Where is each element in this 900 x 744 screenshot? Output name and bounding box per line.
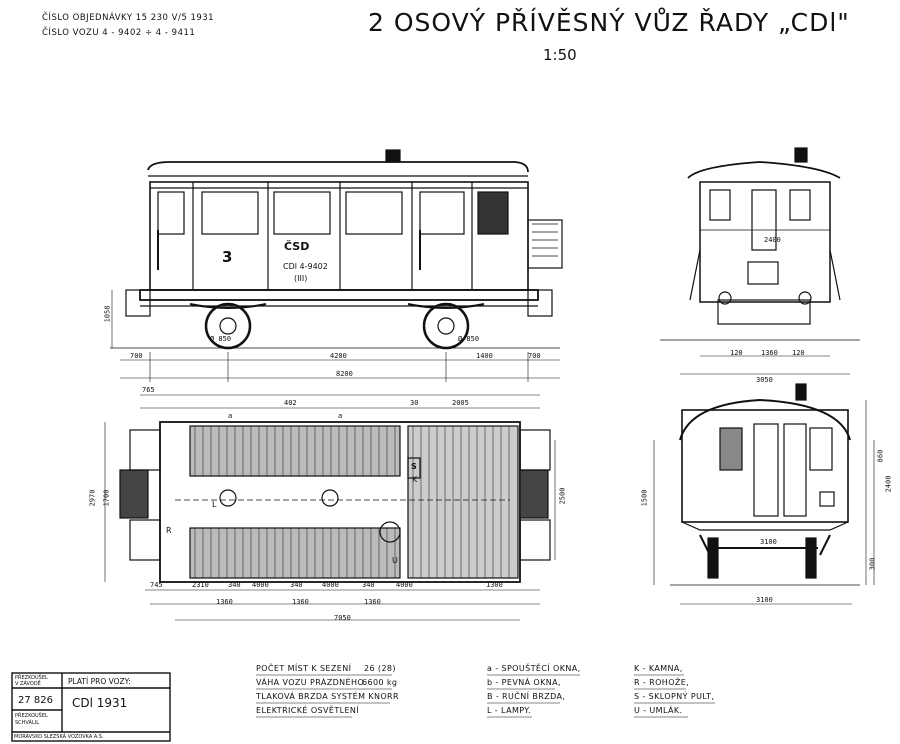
side-view bbox=[110, 149, 563, 382]
side-total-length: 8200 bbox=[336, 370, 353, 378]
wheel-diameter-left: Ø 850 bbox=[210, 335, 232, 343]
drawing-scale: 1:50 bbox=[543, 46, 577, 64]
side-dim-2: 1400 bbox=[476, 352, 493, 360]
spec-weight-value: 6600 kg bbox=[362, 678, 398, 687]
section-dim-1: 2400 bbox=[884, 475, 893, 493]
plan-bottom-dim-4: 340 bbox=[290, 581, 303, 589]
section-dim-2: 1500 bbox=[640, 489, 649, 507]
plan-top-dim-4: 30 bbox=[410, 399, 419, 407]
plan-left-dim-0: 2970 bbox=[88, 489, 97, 507]
plan-total: 7050 bbox=[334, 614, 351, 622]
plan-top-dim-2: 402 bbox=[284, 399, 297, 407]
section-view bbox=[653, 383, 875, 605]
side-dim-1: 4200 bbox=[330, 352, 347, 360]
legend-k-3: U - UMLÁK. bbox=[634, 706, 683, 715]
car-number: 3 bbox=[222, 248, 233, 266]
mark-r: R bbox=[166, 526, 172, 535]
title-block-frame bbox=[11, 672, 171, 742]
plan-top-dim-0: 765 bbox=[142, 386, 155, 394]
side-dim-0: 700 bbox=[130, 352, 143, 360]
plan-view bbox=[104, 394, 556, 621]
plan-bottom-dim-5: 4000 bbox=[322, 581, 339, 589]
section-overall-width: 3100 bbox=[756, 596, 773, 604]
car-designation: CDl 4-9402 bbox=[283, 262, 328, 271]
plan-bottom-dim-2: 340 bbox=[228, 581, 241, 589]
plan-left-dim-1: 1700 bbox=[102, 489, 111, 507]
tb-manufacturer: MORAVSKO SLEZSKÁ VOZOVKA A.S. bbox=[14, 734, 104, 740]
end-dim-0: 120 bbox=[730, 349, 743, 357]
plan-lower-dim-2: 1360 bbox=[364, 598, 381, 606]
tb-checked-header: PŘEZKOUŠEL V ZÁVODĚ bbox=[15, 675, 48, 687]
plan-bottom-dim-7: 4000 bbox=[396, 581, 413, 589]
tb-valid-for: PLATÍ PRO VOZY: bbox=[68, 677, 131, 686]
section-dim-0: 860 bbox=[876, 449, 885, 463]
section-dim-3: 300 bbox=[868, 557, 877, 571]
end-total: 3050 bbox=[756, 376, 773, 384]
car-number-range: ČÍSLO VOZU 4 - 9402 ÷ 4 - 9411 bbox=[42, 28, 196, 38]
wheel-diameter-right: Ø 850 bbox=[458, 335, 480, 343]
mark-k: K bbox=[412, 475, 418, 484]
class-mark: (III) bbox=[294, 274, 308, 283]
operator-mark: ČSD bbox=[284, 240, 310, 253]
tb-drawing-number: 27 826 bbox=[18, 695, 53, 706]
plan-bottom-dim-3: 4000 bbox=[252, 581, 269, 589]
spec-brake: TLAKOVÁ BRZDA SYSTÉM KNORR bbox=[256, 692, 399, 701]
legend-a-1: b - PEVNÁ OKNA, bbox=[487, 678, 561, 687]
plan-top-dim-3: a bbox=[338, 412, 343, 420]
legend-a-0: a - SPOUŠTĚCÍ OKNA, bbox=[487, 664, 581, 673]
plan-top-dim-1: a bbox=[228, 412, 233, 420]
order-number: ČÍSLO OBJEDNÁVKY 15 230 V/5 1931 bbox=[42, 13, 215, 23]
spec-seats-label: POČET MÍST K SEZENÍ bbox=[256, 664, 352, 673]
plan-bottom-dim-1: 2310 bbox=[192, 581, 209, 589]
end-dim-1: 1360 bbox=[761, 349, 778, 357]
legend-a-3: L - LAMPY. bbox=[487, 706, 531, 715]
side-dim-3: 700 bbox=[528, 352, 541, 360]
end-width-top: 2400 bbox=[764, 236, 781, 244]
legend-a-2: B - RUČNÍ BRZDA, bbox=[487, 692, 566, 701]
tb-car-type: CDl 1931 bbox=[72, 696, 128, 710]
plan-right-dim-0: 2500 bbox=[558, 487, 567, 505]
mark-u: U bbox=[392, 556, 398, 565]
end-view bbox=[660, 147, 860, 375]
spec-lighting: ELEKTRICKÉ OSVĚTLENÍ bbox=[256, 706, 360, 715]
legend-k-2: S - SKLOPNÝ PULT, bbox=[634, 692, 715, 701]
spec-weight-label: VÁHA VOZU PRÁZDNÉHO bbox=[256, 678, 365, 687]
plan-bottom-dim-6: 340 bbox=[362, 581, 375, 589]
height-dim: 1058 bbox=[103, 305, 112, 323]
plan-top-dim-5: 2005 bbox=[452, 399, 469, 407]
plan-lower-dim-1: 1360 bbox=[292, 598, 309, 606]
tb-signatures: PŘEZKOUŠEL SCHVÁLIL bbox=[15, 713, 48, 726]
mark-l: L bbox=[212, 500, 217, 509]
plan-bottom-dim-0: 745 bbox=[150, 581, 163, 589]
spec-seats-value: 26 (28) bbox=[364, 664, 396, 673]
legend-k-0: K - KAMNA, bbox=[634, 664, 683, 673]
page-title: 2 OSOVÝ PŘÍVĚSNÝ VŮZ ŘADY „CDl" bbox=[368, 8, 850, 37]
legend-k-1: R - ROHOŽE, bbox=[634, 678, 690, 687]
end-dim-2: 120 bbox=[792, 349, 805, 357]
plan-bottom-dim-8: 1300 bbox=[486, 581, 503, 589]
mark-s: S bbox=[411, 462, 417, 471]
section-dim-4: 3100 bbox=[760, 538, 777, 546]
plan-lower-dim-0: 1360 bbox=[216, 598, 233, 606]
